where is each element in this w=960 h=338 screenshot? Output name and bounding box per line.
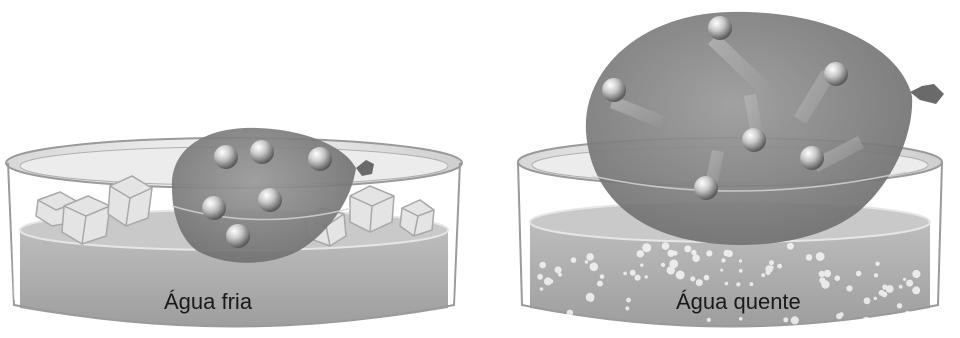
hot-water-label: Água quente [676,289,801,315]
molecule [824,62,848,86]
ice-cube [108,176,152,226]
bubble [856,320,864,328]
bubble [761,273,765,277]
bubble [690,276,695,281]
molecule [602,78,626,102]
bubble [696,279,703,286]
bubble [864,297,871,304]
ice-cube [62,196,110,244]
bubble [537,274,543,280]
bubble [777,264,782,269]
bubble [816,252,825,261]
bubble [821,280,829,288]
bubble [846,285,852,291]
bubble [875,262,879,266]
bubble [640,263,643,266]
bubble [676,271,685,280]
bubble [721,258,725,262]
bubble [819,271,825,277]
bubble [567,310,574,317]
bubble [590,263,599,272]
bubble [770,266,774,270]
molecule [742,128,766,152]
molecule [308,147,332,171]
bubble [637,250,644,257]
bubble [736,282,740,286]
bubble [661,263,665,267]
bubble [585,260,588,263]
bubble [739,259,742,262]
bubble [642,243,651,252]
bubble [912,286,920,294]
bubble [600,274,605,279]
bubble [539,262,546,269]
bubble [586,293,595,302]
bubble [905,311,910,316]
bubble [626,298,631,303]
bubble [835,275,841,281]
bubble [897,303,902,308]
bubble [886,285,894,293]
molecule [800,146,824,170]
bubble [791,316,799,324]
bubble [630,270,636,276]
bubble [669,260,678,269]
bubble [739,317,743,321]
bubble [836,313,842,319]
bubble [555,266,562,273]
balloon-knot [910,84,944,104]
bubble [571,257,577,263]
cold-water-label: Água fria [164,289,252,315]
bubble [623,272,627,276]
bubble [750,282,754,286]
bubble [707,318,711,322]
bubble [806,254,813,261]
bubble [704,275,710,281]
bubble [692,254,700,262]
bubble [912,270,920,278]
bubble [540,287,544,291]
bubble [906,280,913,287]
molecule [708,16,732,40]
bubble [645,275,648,278]
molecule [250,140,274,164]
molecule [202,196,226,220]
bubble [684,245,691,252]
bubble [586,253,594,261]
bubble [625,306,629,310]
bubble [787,243,794,250]
bubble [783,317,788,322]
bubble [706,250,712,256]
bubble [739,269,743,273]
bubble [874,273,878,277]
molecule [214,145,238,169]
bubble [635,275,641,281]
molecule [694,176,718,200]
bubble [882,292,888,298]
bubble [667,250,674,257]
molecule [258,188,282,212]
bubble [895,319,899,323]
bubble [720,269,723,272]
bubble [899,285,903,289]
bubble [766,270,771,275]
bubble [856,271,862,277]
bubble [725,282,729,286]
bubble [724,250,731,257]
bubble [691,250,696,255]
bubble [769,260,774,265]
bubble [903,278,906,281]
bubble [874,317,879,322]
bubble [874,297,877,300]
bubble [558,273,562,277]
bubble [549,279,554,284]
bubble [662,242,670,250]
bubble [597,281,603,287]
molecule [226,224,250,248]
